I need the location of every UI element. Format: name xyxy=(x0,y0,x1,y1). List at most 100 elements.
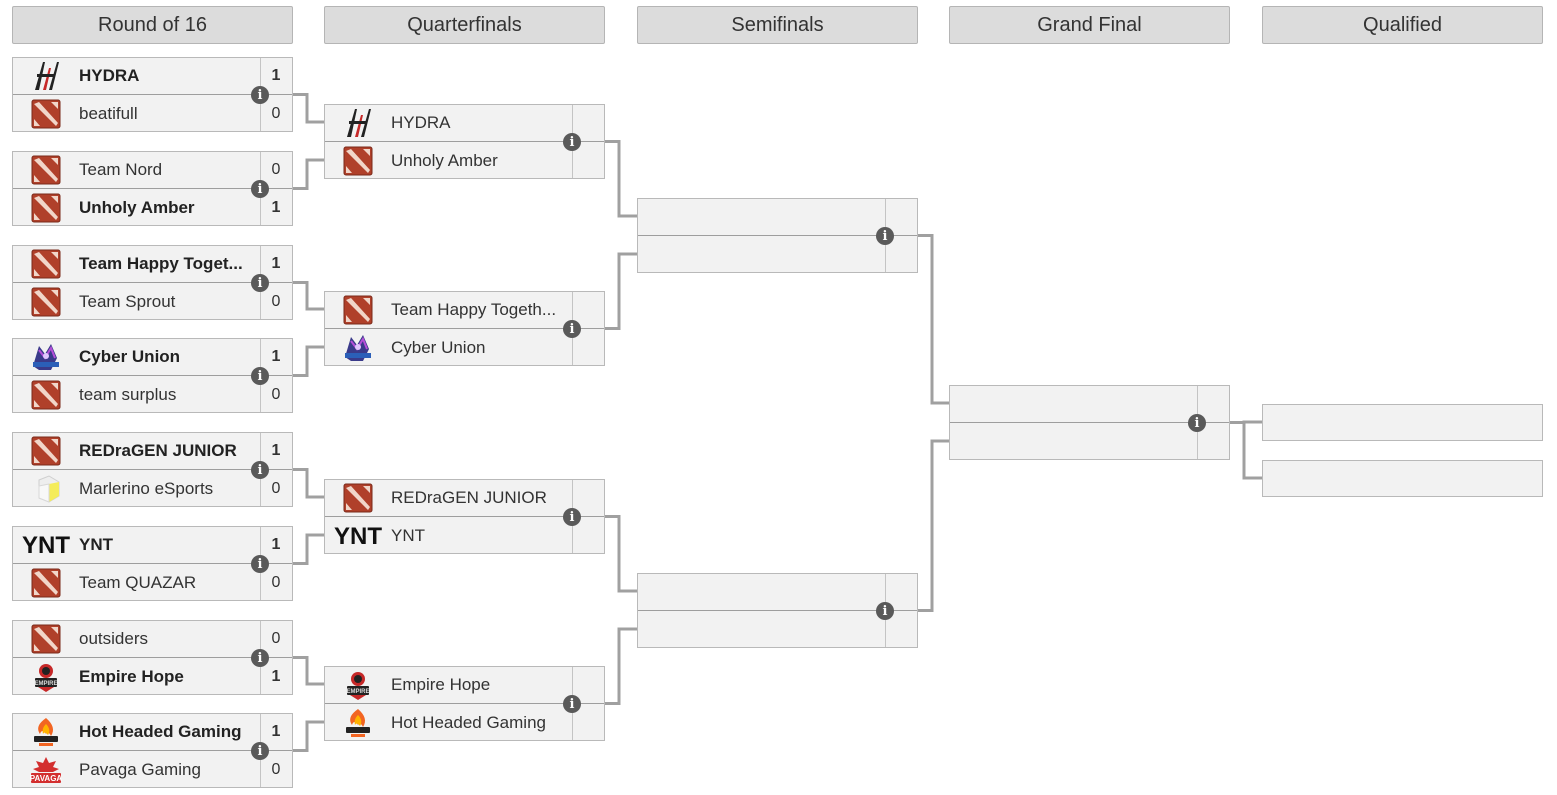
team-row[interactable]: EMPIRE Empire Hope xyxy=(325,667,604,704)
team-name[interactable]: Cyber Union xyxy=(79,347,181,366)
team-row[interactable]: REDraGEN JUNIOR 1 xyxy=(13,433,292,470)
match-info-icon[interactable]: i xyxy=(251,86,269,104)
qf-match-1[interactable]: HYDRA Unholy Amber i xyxy=(324,104,605,179)
match-info-icon[interactable]: i xyxy=(251,274,269,292)
team-row[interactable] xyxy=(950,423,1229,460)
match-info-icon[interactable]: i xyxy=(251,180,269,198)
team-name[interactable]: Hot Headed Gaming xyxy=(391,712,546,732)
match-info-icon[interactable]: i xyxy=(251,649,269,667)
connector-line xyxy=(293,468,324,499)
team-row[interactable]: Cyber Union xyxy=(325,329,604,366)
team-name[interactable]: beatifull xyxy=(79,103,138,123)
match-info-icon[interactable]: i xyxy=(563,695,581,713)
match-info-icon[interactable]: i xyxy=(876,227,894,245)
match-info-icon[interactable]: i xyxy=(563,508,581,526)
qf-match-4[interactable]: EMPIRE Empire Hope Hot Headed Gaming i xyxy=(324,666,605,741)
dota-logo xyxy=(13,283,79,320)
match-info-icon[interactable]: i xyxy=(1188,414,1206,432)
qf-match-2[interactable]: Team Happy Togeth... Cyber Union i xyxy=(324,291,605,366)
team-name[interactable]: team surplus xyxy=(79,384,177,404)
team-row[interactable] xyxy=(638,236,917,273)
team-row[interactable] xyxy=(950,386,1229,423)
match-info-icon[interactable]: i xyxy=(251,555,269,573)
team-name[interactable]: Team Sprout xyxy=(79,291,176,311)
team-name[interactable]: Team Happy Togeth... xyxy=(391,300,557,319)
dota-logo xyxy=(13,621,79,658)
team-name[interactable]: Unholy Amber xyxy=(79,197,195,217)
team-name[interactable]: Hot Headed Gaming xyxy=(79,722,242,741)
team-row[interactable]: YNT YNT 1 xyxy=(13,527,292,564)
team-name[interactable]: Empire Hope xyxy=(79,666,184,686)
team-name[interactable]: REDraGEN JUNIOR xyxy=(79,441,237,460)
match-info-icon[interactable]: i xyxy=(251,742,269,760)
match-info-icon[interactable]: i xyxy=(563,320,581,338)
dota-logo xyxy=(13,95,79,132)
team-name[interactable]: Pavaga Gaming xyxy=(79,759,201,779)
team-name[interactable]: HYDRA xyxy=(391,113,451,132)
team-row[interactable] xyxy=(638,611,917,648)
team-row[interactable]: Unholy Amber xyxy=(325,142,604,179)
connector-line xyxy=(605,627,637,705)
team-name[interactable]: Team QUAZAR xyxy=(79,572,197,592)
team-row[interactable]: Hot Headed Gaming xyxy=(325,704,604,741)
sf-match-1[interactable]: i xyxy=(637,198,918,273)
match-info-icon[interactable]: i xyxy=(251,461,269,479)
team-name[interactable]: Empire Hope xyxy=(391,675,491,694)
team-row[interactable]: Team Happy Toget... 1 xyxy=(13,246,292,283)
team-score: 1 xyxy=(271,442,281,459)
connector-line xyxy=(605,252,637,330)
connector-line xyxy=(293,345,324,377)
team-name[interactable]: YNT xyxy=(79,535,113,554)
team-row[interactable]: HYDRA xyxy=(325,105,604,142)
ynt-logo: YNT xyxy=(13,527,79,564)
team-score: 1 xyxy=(271,255,281,272)
team-name[interactable]: Cyber Union xyxy=(391,337,486,357)
sf-match-2[interactable]: i xyxy=(637,573,918,648)
team-name[interactable]: Team Nord xyxy=(79,160,163,179)
team-name[interactable]: HYDRA xyxy=(79,66,140,85)
round-header-2: Quarterfinals xyxy=(324,6,605,44)
team-name[interactable]: Team Happy Toget... xyxy=(79,254,243,273)
gf-match-1[interactable]: i xyxy=(949,385,1230,460)
team-name[interactable]: outsiders xyxy=(79,629,148,648)
match-info-icon[interactable]: i xyxy=(876,602,894,620)
team-name[interactable]: Unholy Amber xyxy=(391,150,498,170)
team-row[interactable] xyxy=(638,574,917,611)
team-name[interactable]: REDraGEN JUNIOR xyxy=(391,488,547,507)
team-row[interactable]: REDraGEN JUNIOR xyxy=(325,480,604,517)
dota-logo xyxy=(325,292,391,329)
team-name[interactable]: YNT xyxy=(391,525,425,545)
match-info-icon[interactable]: i xyxy=(251,367,269,385)
team-name[interactable]: Marlerino eSports xyxy=(79,478,214,498)
dota-logo xyxy=(13,152,79,189)
match-info-icon[interactable]: i xyxy=(563,133,581,151)
round-header-3: Semifinals xyxy=(637,6,918,44)
team-row[interactable]: Team Happy Togeth... xyxy=(325,292,604,329)
team-row[interactable] xyxy=(638,199,917,236)
team-score: 1 xyxy=(271,536,281,553)
team-row[interactable]: YNT YNT xyxy=(325,517,604,554)
svg-text:YNT: YNT xyxy=(22,532,70,558)
